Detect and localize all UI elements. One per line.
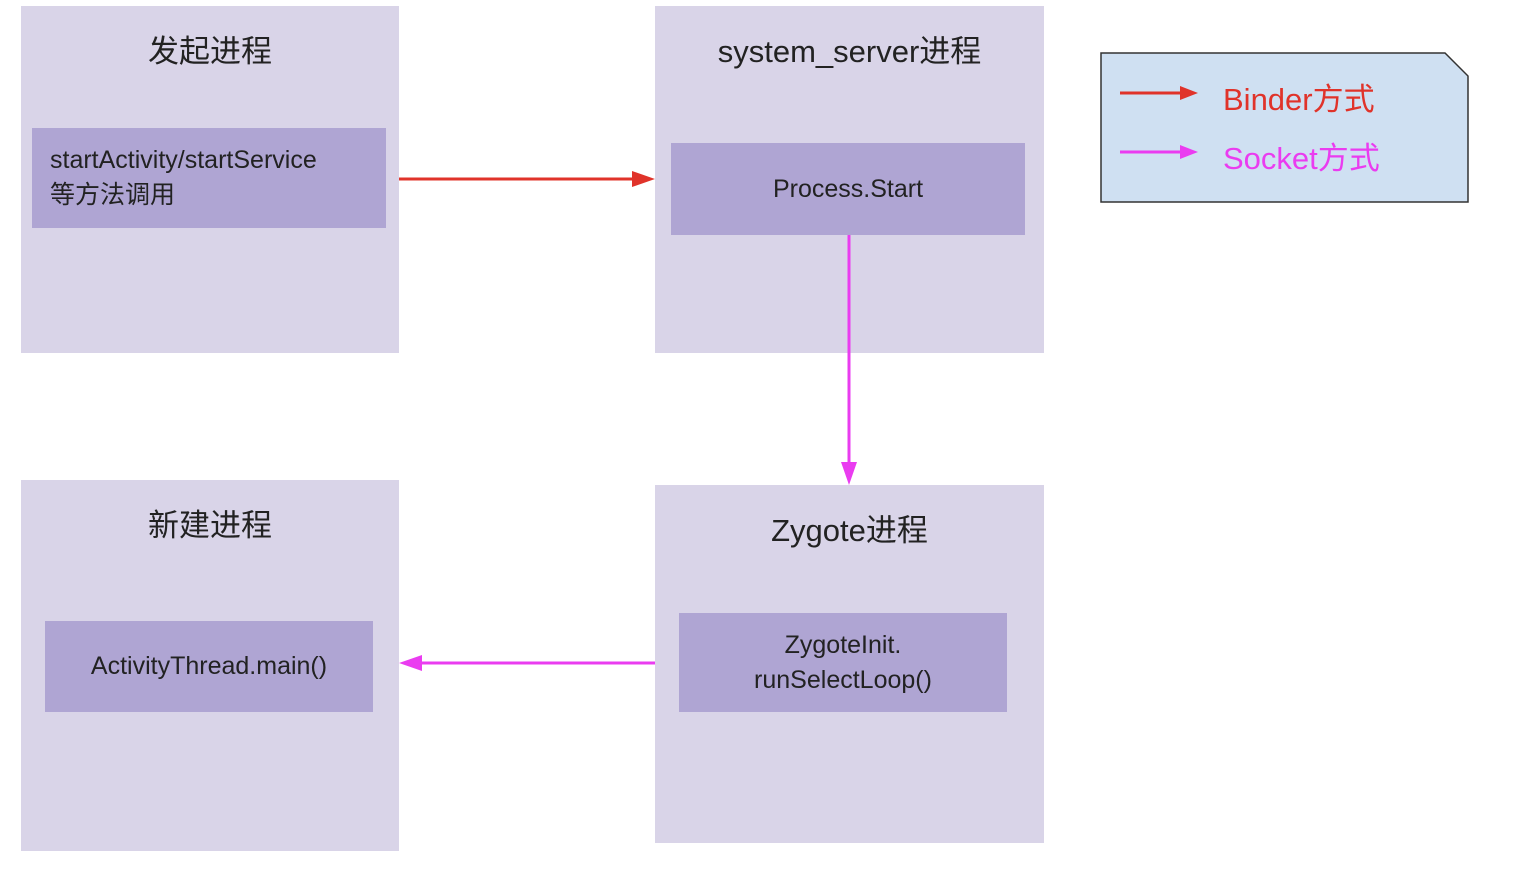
legend-frame xyxy=(1100,52,1469,203)
method-line: ActivityThread.main() xyxy=(90,652,328,680)
method-line: 等方法调用 xyxy=(50,181,176,209)
method-line: ZygoteInit. xyxy=(784,630,902,659)
process-title-initiator: 发起进程 xyxy=(148,34,272,69)
method-box-activity-thread: ActivityThread.main() xyxy=(45,621,373,712)
method-box-start-activity: startActivity/startService 等方法调用 xyxy=(32,128,386,228)
legend-binder-label: Binder方式 xyxy=(1223,82,1375,117)
process-box-initiator: 发起进程 startActivity/startService 等方法调用 xyxy=(21,6,399,353)
process-title-zygote: Zygote进程 xyxy=(771,513,928,548)
process-box-zygote: Zygote进程 ZygoteInit. runSelectLoop() xyxy=(655,485,1044,843)
legend: Binder方式 Socket方式 xyxy=(1100,52,1469,203)
process-title-new-process: 新建进程 xyxy=(148,508,272,543)
process-box-new-process: 新建进程 ActivityThread.main() xyxy=(21,480,399,851)
legend-folded-card xyxy=(1100,52,1469,203)
legend-socket-arrow-icon xyxy=(1120,145,1198,159)
method-line: startActivity/startService xyxy=(50,146,317,174)
method-line: Process.Start xyxy=(772,174,924,203)
arrow-socket-zygote-to-new-process xyxy=(399,655,655,671)
method-line: runSelectLoop() xyxy=(754,665,932,694)
process-title-system-server: system_server进程 xyxy=(717,34,982,69)
legend-socket-label: Socket方式 xyxy=(1223,141,1380,176)
arrow-binder-initiator-to-system-server xyxy=(399,171,655,187)
method-box-zygote-init: ZygoteInit. runSelectLoop() xyxy=(679,613,1007,712)
arrow-socket-system-server-to-zygote xyxy=(841,235,857,485)
method-box-process-start: Process.Start xyxy=(671,143,1025,235)
legend-binder-arrow-icon xyxy=(1120,86,1198,100)
